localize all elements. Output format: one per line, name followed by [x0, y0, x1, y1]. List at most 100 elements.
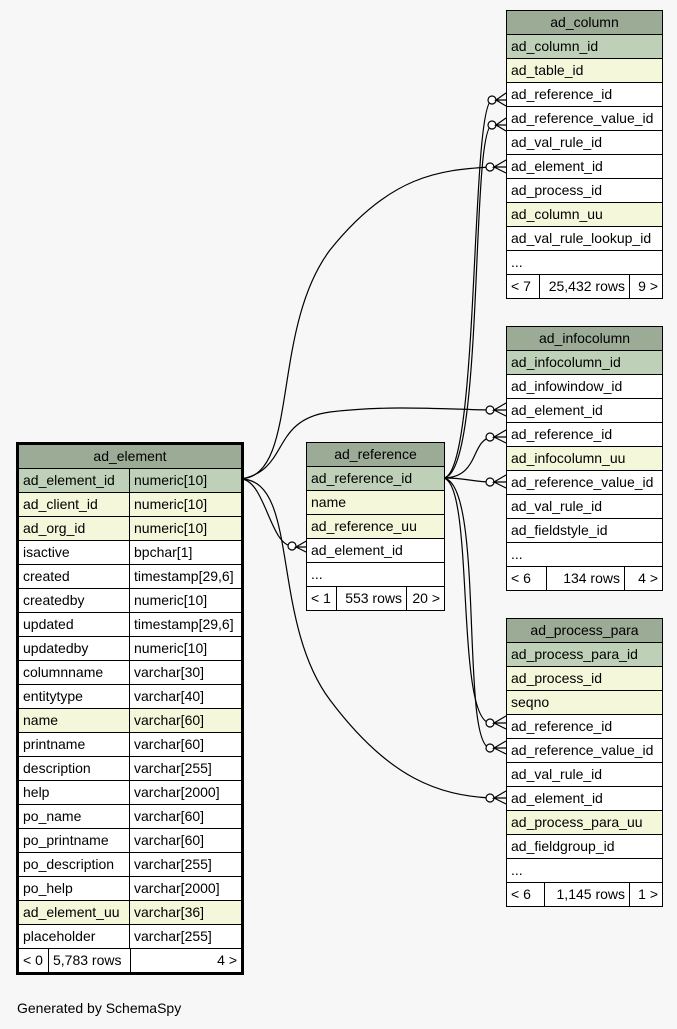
column-row[interactable]: ad_process_id	[507, 179, 662, 203]
column-row[interactable]: ad_val_rule_lookup_id	[507, 227, 662, 251]
parents-count[interactable]: < 6	[507, 883, 545, 906]
column-name: ...	[311, 566, 323, 582]
column-row[interactable]: ad_fieldstyle_id	[507, 519, 662, 543]
column-row[interactable]: ad_column_uu	[507, 203, 662, 227]
column-row[interactable]: ad_element_id	[507, 399, 662, 423]
column-row[interactable]: ad_column_id	[507, 35, 662, 59]
column-row[interactable]: ad_reference_uu	[307, 515, 444, 539]
column-row[interactable]: ad_infocolumn_id	[507, 351, 662, 375]
column-name: printname	[23, 736, 86, 752]
column-row[interactable]: ad_process_para_id	[507, 643, 662, 667]
column-row[interactable]: ad_reference_value_id	[507, 739, 662, 763]
children-count[interactable]: 9 >	[638, 278, 658, 294]
column-name: ad_fieldstyle_id	[511, 522, 608, 538]
column-row[interactable]: ...	[507, 543, 662, 567]
column-row[interactable]: ad_reference_id	[507, 83, 662, 107]
generated-by-note: Generated by SchemaSpy	[17, 1000, 182, 1016]
column-row[interactable]: ad_process_id	[507, 667, 662, 691]
column-name: help	[23, 784, 50, 800]
column-name: columnname	[23, 664, 104, 680]
column-name: ad_val_rule_id	[511, 766, 603, 782]
column-type: varchar[255]	[129, 925, 241, 948]
children-count[interactable]: 20 >	[412, 590, 440, 606]
column-name: ad_column_id	[511, 38, 599, 54]
column-row[interactable]: ad_element_id	[307, 539, 444, 563]
column-row[interactable]: ad_infowindow_id	[507, 375, 662, 399]
parents-count[interactable]: < 7	[507, 275, 540, 298]
column-name: po_help	[23, 880, 73, 896]
column-row[interactable]: ad_element_id	[507, 155, 662, 179]
column-name: created	[23, 568, 70, 584]
column-row[interactable]: seqno	[507, 691, 662, 715]
table-footer: < 0 5,783 rows 4 >	[19, 949, 241, 972]
table-header[interactable]: ad_element	[19, 445, 241, 469]
column-row[interactable]: printname varchar[60]	[19, 733, 241, 757]
column-name: ad_infocolumn_id	[511, 354, 621, 370]
children-count[interactable]: 4 >	[217, 952, 237, 968]
table-ad-infocolumn[interactable]: ad_infocolumn ad_infocolumn_id ad_infowin…	[506, 326, 663, 591]
column-row[interactable]: ...	[307, 563, 444, 587]
table-header[interactable]: ad_process_para	[507, 619, 662, 643]
column-name: ad_element_id	[511, 158, 603, 174]
column-name: updated	[23, 616, 74, 632]
parents-count[interactable]: < 6	[507, 567, 547, 590]
table-header[interactable]: ad_reference	[307, 443, 444, 467]
column-row[interactable]: ad_element_id	[507, 787, 662, 811]
column-name: ad_element_id	[311, 542, 403, 558]
edge-element-to-reference	[240, 478, 293, 547]
column-row[interactable]: ...	[507, 251, 662, 275]
children-count[interactable]: 4 >	[638, 570, 658, 586]
column-row[interactable]: ad_val_rule_id	[507, 763, 662, 787]
column-name: ad_process_para_id	[511, 646, 638, 662]
column-row[interactable]: ad_table_id	[507, 59, 662, 83]
column-row[interactable]: ad_reference_id	[307, 467, 444, 491]
column-row[interactable]: ad_reference_value_id	[507, 107, 662, 131]
table-footer: < 7 25,432 rows 9 >	[507, 275, 662, 298]
column-row[interactable]: ad_process_para_uu	[507, 811, 662, 835]
column-row[interactable]: ad_val_rule_id	[507, 131, 662, 155]
column-row[interactable]: ad_infocolumn_uu	[507, 447, 662, 471]
table-header[interactable]: ad_infocolumn	[507, 327, 662, 351]
table-ad-process-para[interactable]: ad_process_para ad_process_para_id ad_pro…	[506, 618, 663, 907]
column-name: ad_val_rule_id	[511, 498, 603, 514]
table-footer: < 6 1,145 rows 1 >	[507, 883, 662, 906]
parents-count[interactable]: < 0	[19, 949, 49, 972]
column-type: varchar[40]	[129, 685, 241, 708]
column-row[interactable]: ad_reference_id	[507, 423, 662, 447]
column-type: varchar[60]	[129, 733, 241, 756]
parents-count[interactable]: < 1	[307, 587, 337, 610]
row-count: 5,783 rows	[49, 949, 131, 972]
column-row[interactable]: ad_val_rule_id	[507, 495, 662, 519]
column-row[interactable]: ad_reference_id	[507, 715, 662, 739]
edge-reference-to-column-ref	[442, 99, 493, 479]
column-row[interactable]: ...	[507, 859, 662, 883]
column-row[interactable]: ad_fieldgroup_id	[507, 835, 662, 859]
table-header[interactable]: ad_column	[507, 11, 662, 35]
children-count[interactable]: 1 >	[638, 886, 658, 902]
column-row[interactable]: name	[307, 491, 444, 515]
column-row[interactable]: ad_reference_value_id	[507, 471, 662, 495]
